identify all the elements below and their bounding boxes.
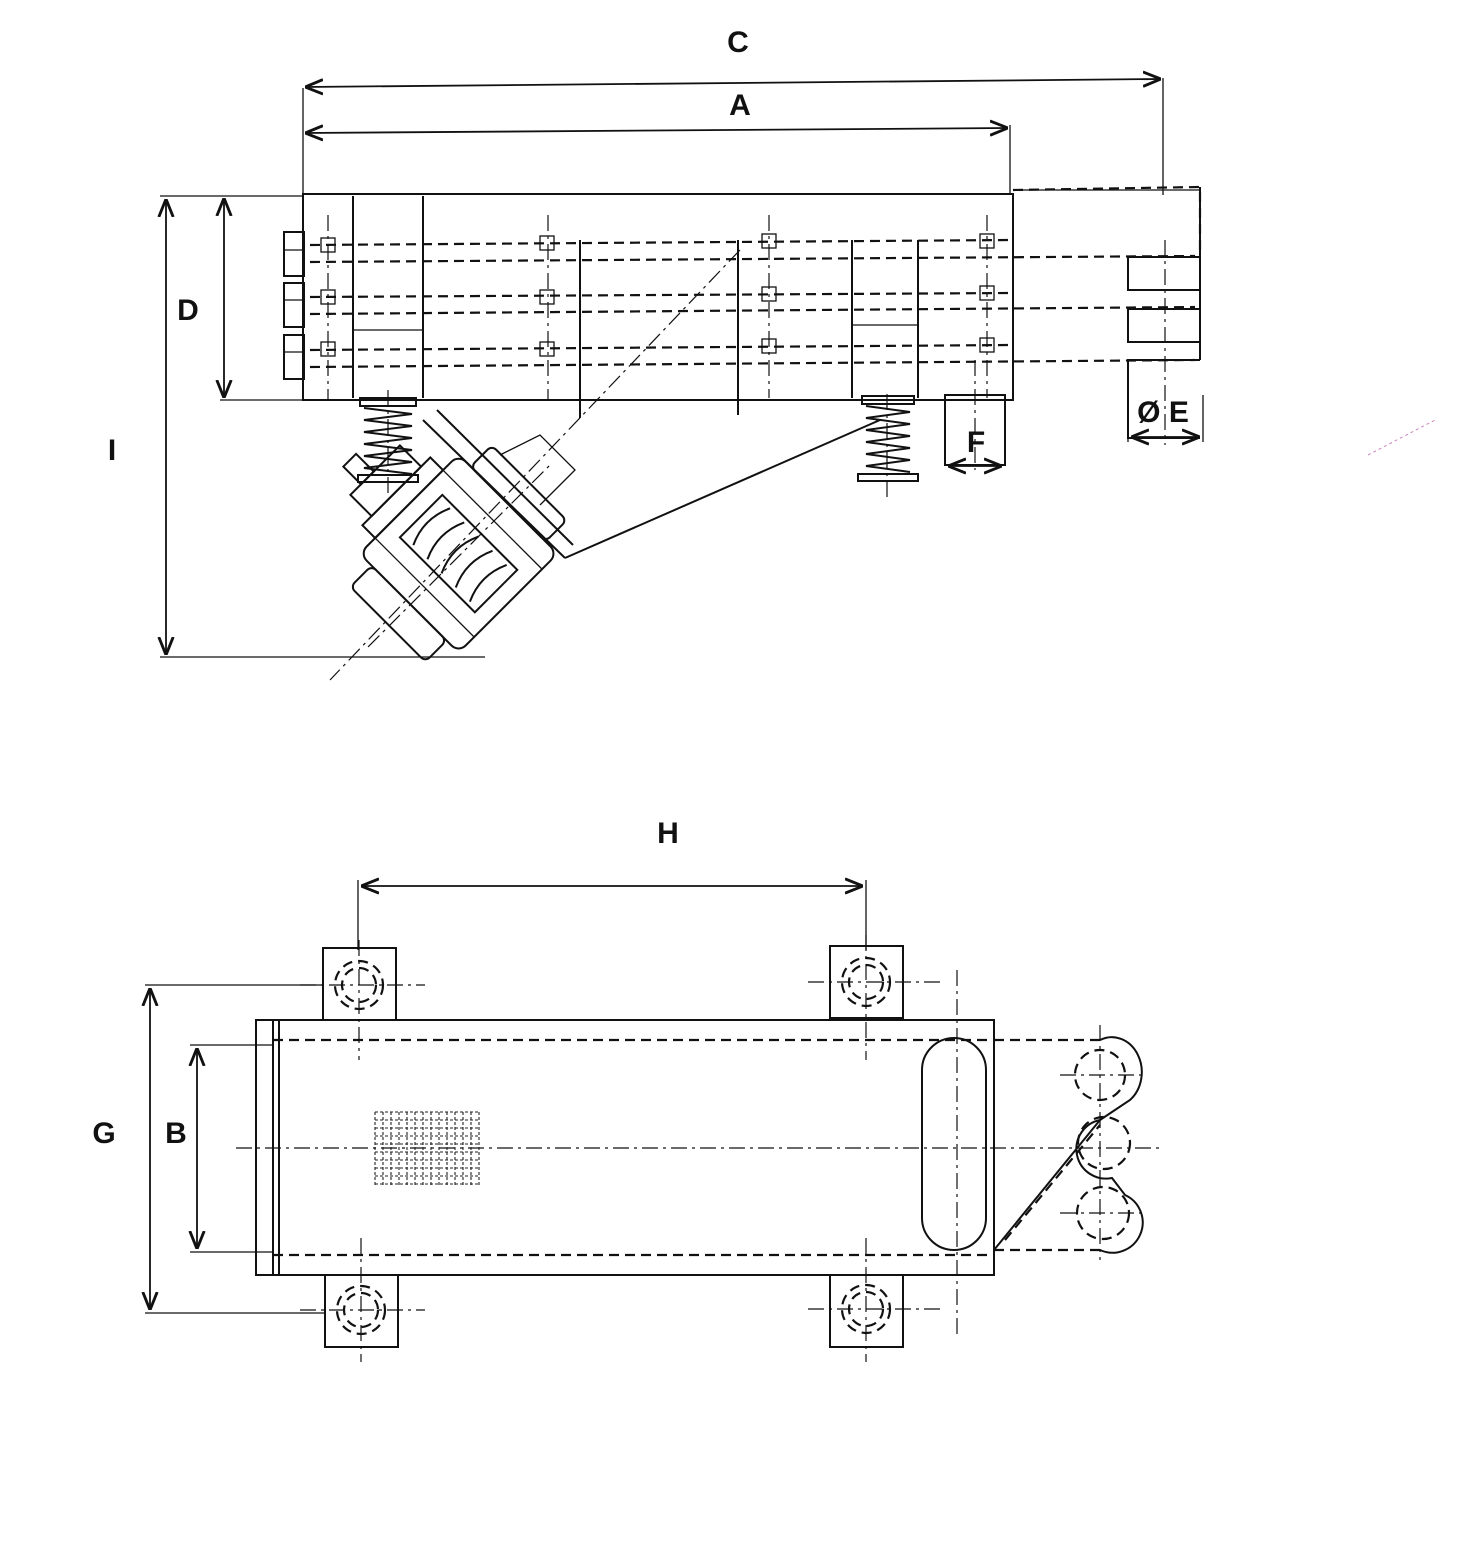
dimension-d-label: D: [177, 294, 199, 327]
spring-foot-top-left: [300, 940, 425, 1060]
dimension-b-label: B: [165, 1117, 187, 1150]
dimension-e-label: Ø E: [1137, 396, 1189, 429]
dimension-f: F: [944, 360, 1006, 470]
dimension-d: D: [177, 198, 303, 401]
dimension-e: Ø E: [1127, 395, 1204, 442]
screen-body: [302, 185, 1202, 418]
dimension-g: G: [92, 984, 325, 1314]
deck-bolts: [320, 215, 995, 400]
spring-foot-top-right: [808, 935, 940, 1060]
spring-foot-bottom-left: [300, 1238, 425, 1362]
scan-mark: [1367, 419, 1436, 456]
dimension-a-label: A: [729, 89, 751, 122]
side-elevation-view: C A: [108, 26, 1436, 681]
plan-view: H: [92, 817, 1160, 1362]
tension-rails: [283, 231, 305, 380]
dimension-h: H: [357, 817, 867, 950]
dimension-b: B: [165, 1044, 273, 1253]
vibrator-motor: [341, 443, 566, 661]
dimension-i-label: I: [108, 434, 116, 467]
screen-decks: [309, 238, 1196, 369]
screen-mesh: [374, 1111, 480, 1187]
dimension-f-label: F: [967, 426, 985, 459]
dimension-g-label: G: [92, 1117, 115, 1150]
spring-foot-bottom-right: [808, 1238, 940, 1362]
dimension-a: A: [305, 89, 1011, 195]
plan-outlets: [993, 1025, 1145, 1260]
motor-cable-guard: [499, 434, 576, 506]
dimension-i: I: [108, 195, 485, 658]
support-spring-left: [357, 390, 419, 498]
dimension-c: C: [302, 26, 1164, 195]
motor-bracket: [329, 249, 881, 681]
plan-frame: [236, 970, 1160, 1335]
support-spring-right: [857, 394, 919, 500]
dimension-c-label: C: [727, 26, 749, 59]
dimension-h-label: H: [657, 817, 679, 850]
